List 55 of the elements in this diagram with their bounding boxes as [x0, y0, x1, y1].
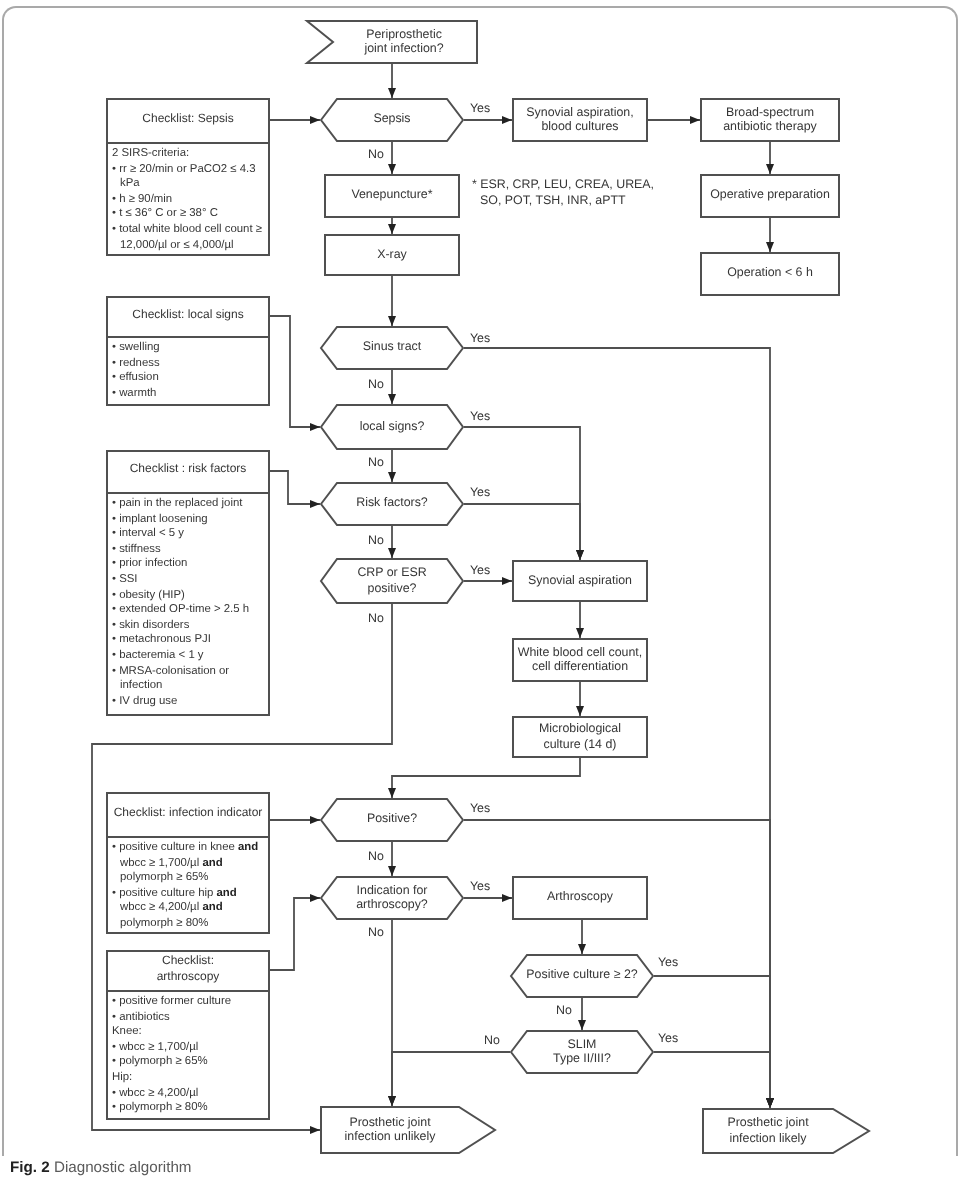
process-box [324, 234, 460, 276]
arrow [388, 141, 396, 175]
checklist-box [106, 98, 270, 256]
decision-hexagon [320, 558, 464, 604]
checklist-box [106, 792, 270, 934]
arrow [388, 1051, 511, 1107]
arrow [463, 577, 513, 585]
process-box [512, 560, 648, 602]
outcome-arrow-box [320, 1106, 496, 1154]
arrow [269, 315, 321, 431]
process-box [512, 876, 648, 920]
arrow [766, 141, 774, 175]
arrow [388, 369, 396, 405]
arrow [388, 525, 396, 559]
arrow [578, 919, 586, 955]
arrow [463, 894, 513, 902]
arrow [766, 217, 774, 253]
arrow [388, 63, 396, 99]
process-box [700, 252, 840, 296]
process-box [324, 174, 460, 218]
process-box [512, 98, 648, 142]
process-box [512, 716, 648, 758]
arrow [269, 816, 321, 824]
decision-hexagon [320, 326, 464, 370]
decision-hexagon [510, 954, 654, 998]
decision-hexagon [320, 404, 464, 450]
decision-hexagon [320, 482, 464, 526]
arrow [463, 116, 513, 124]
process-box [700, 98, 840, 142]
checklist-box [106, 296, 270, 406]
arrow [576, 601, 584, 639]
arrow [653, 1051, 774, 1109]
arrow [269, 894, 321, 971]
arrow [576, 681, 584, 717]
decision-hexagon [320, 798, 464, 842]
decision-hexagon [320, 98, 464, 142]
checklist-box [106, 450, 270, 716]
outcome-arrow-box [702, 1108, 870, 1154]
process-box [512, 638, 648, 682]
decision-hexagon [320, 876, 464, 920]
checklist-box [106, 950, 270, 1120]
start-flag [306, 20, 478, 64]
decision-hexagon [510, 1030, 654, 1074]
arrow [388, 217, 396, 235]
process-box [700, 174, 840, 218]
arrow [463, 503, 584, 561]
arrow [269, 470, 321, 508]
arrow [388, 841, 396, 877]
arrow [269, 116, 321, 124]
arrow [91, 603, 393, 1134]
arrow [388, 449, 396, 483]
arrow [578, 997, 586, 1031]
arrow [388, 275, 396, 327]
arrow [388, 757, 581, 799]
arrow [647, 116, 701, 124]
